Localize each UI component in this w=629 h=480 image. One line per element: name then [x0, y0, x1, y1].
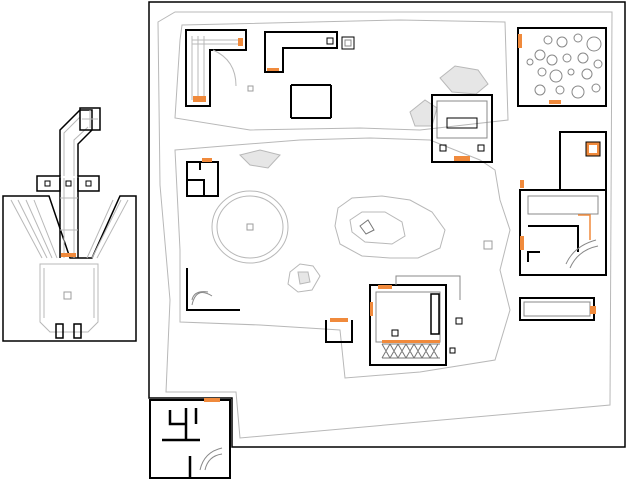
- main-enclosure-floor-boundary: [157, 11, 613, 439]
- small-rock-inner: [297, 271, 311, 285]
- west-wing-upper-corridor-steps: [63, 116, 89, 176]
- west-wing-steps-left: [10, 199, 58, 259]
- room-staircase-curve: [212, 49, 237, 87]
- room-corridor-east-inner: [523, 301, 591, 317]
- room-central-door-side: [370, 302, 373, 316]
- round-pool-inner: [216, 195, 284, 259]
- room-u: [325, 320, 353, 343]
- west-wing-cross-arms: [36, 175, 100, 192]
- west-wing-cross-mark-center: [65, 180, 72, 187]
- west-wing-inner-well: [39, 263, 99, 333]
- room-east-inner-wall: [527, 225, 579, 262]
- room-boulders-door: [518, 34, 522, 48]
- small-rock: [287, 263, 321, 293]
- main-enclosure-outer-wall: [148, 1, 626, 448]
- upper-bay-boundary: [174, 19, 509, 131]
- island-core: [359, 219, 375, 235]
- room-east-door: [520, 236, 524, 250]
- room-tower-door: [454, 156, 470, 161]
- west-wing-top-room: [79, 107, 101, 131]
- rock-top-mid: [239, 149, 281, 169]
- west-wing-corridor-steps: [60, 178, 78, 258]
- room-l-shape-door: [267, 68, 279, 71]
- south-annex: [149, 398, 231, 479]
- room-central-door-bottom: [382, 340, 440, 343]
- room-tower-marker-2: [477, 144, 485, 152]
- room-east-shelf: [527, 195, 599, 215]
- island-inner: [349, 211, 406, 245]
- west-wing-bottom-pillar-left: [55, 323, 64, 339]
- box-small-top-inner: [344, 39, 352, 47]
- west-wing-upper-corridor: [59, 109, 93, 176]
- room-corridor-east-door: [590, 306, 596, 314]
- west-wing: [2, 107, 137, 342]
- west-wing-inner-well-side: [43, 268, 95, 318]
- room-tower-window: [446, 117, 478, 129]
- room-tower-inner: [436, 100, 488, 139]
- west-wing-corridor-door: [61, 253, 76, 257]
- room-switch-device-inner: [589, 145, 597, 153]
- rock-upper-2: [409, 99, 438, 127]
- west-wing-center-marker: [63, 291, 72, 300]
- room-east-door-2: [520, 180, 524, 188]
- room-central-lattice: [381, 343, 440, 359]
- room-east: [519, 189, 607, 276]
- room-staircase-door: [193, 96, 206, 102]
- west-wing-cross-mark-right: [85, 180, 92, 187]
- room-east-stairs: [565, 239, 599, 269]
- courtyard-marker-1: [483, 240, 493, 250]
- room-tower-marker: [439, 144, 447, 152]
- round-pool-marker: [246, 223, 254, 231]
- island-outer: [334, 195, 446, 259]
- room-staircase-steps: [191, 36, 240, 100]
- room-u-door: [330, 318, 348, 322]
- room-switch: [559, 131, 607, 191]
- west-wing-top-room-grid: [82, 110, 98, 128]
- room-central-marker: [391, 329, 399, 337]
- west-wing-outer-wall: [2, 195, 137, 342]
- box-small-top: [341, 36, 355, 50]
- room-central: [369, 284, 447, 366]
- main-enclosure: [148, 1, 626, 448]
- room-central-tube: [430, 293, 440, 335]
- room-staircase: [185, 29, 247, 107]
- room-west-nook: [186, 161, 219, 197]
- south-annex-stairs: [199, 447, 223, 471]
- room-central-tab-marker-2: [449, 347, 456, 354]
- south-annex-inner-walls: [162, 408, 200, 478]
- courtyard-marker-2: [247, 85, 254, 92]
- room-l-shape: [264, 31, 338, 73]
- room-staircase-door-2: [238, 38, 243, 46]
- west-wing-bottom-pillar-right: [73, 323, 82, 339]
- south-annex-door: [204, 398, 220, 402]
- west-wing-cross-mark-left: [44, 180, 51, 187]
- rooms: [185, 27, 607, 366]
- room-bracket: [290, 84, 332, 119]
- room-central-door-top: [378, 285, 392, 289]
- room-l-shape-marker: [326, 37, 334, 45]
- corner-bracket-curve: [191, 291, 213, 306]
- corner-bracket: [186, 268, 240, 311]
- room-west-nook-door: [202, 158, 212, 162]
- rock-upper: [439, 65, 489, 95]
- room-east-door-line: [578, 214, 591, 240]
- courtyard: [174, 19, 511, 379]
- round-pool-outer: [211, 190, 289, 264]
- boulders: [526, 33, 603, 99]
- room-tower: [431, 94, 493, 163]
- room-boulders-door-2: [549, 100, 561, 104]
- west-wing-steps-right: [86, 199, 129, 259]
- room-central-tab: [395, 275, 461, 300]
- room-corridor-east: [519, 297, 595, 321]
- room-boulders: [517, 27, 607, 107]
- room-central-tab-marker: [455, 317, 463, 325]
- courtyard-boundary: [174, 137, 511, 379]
